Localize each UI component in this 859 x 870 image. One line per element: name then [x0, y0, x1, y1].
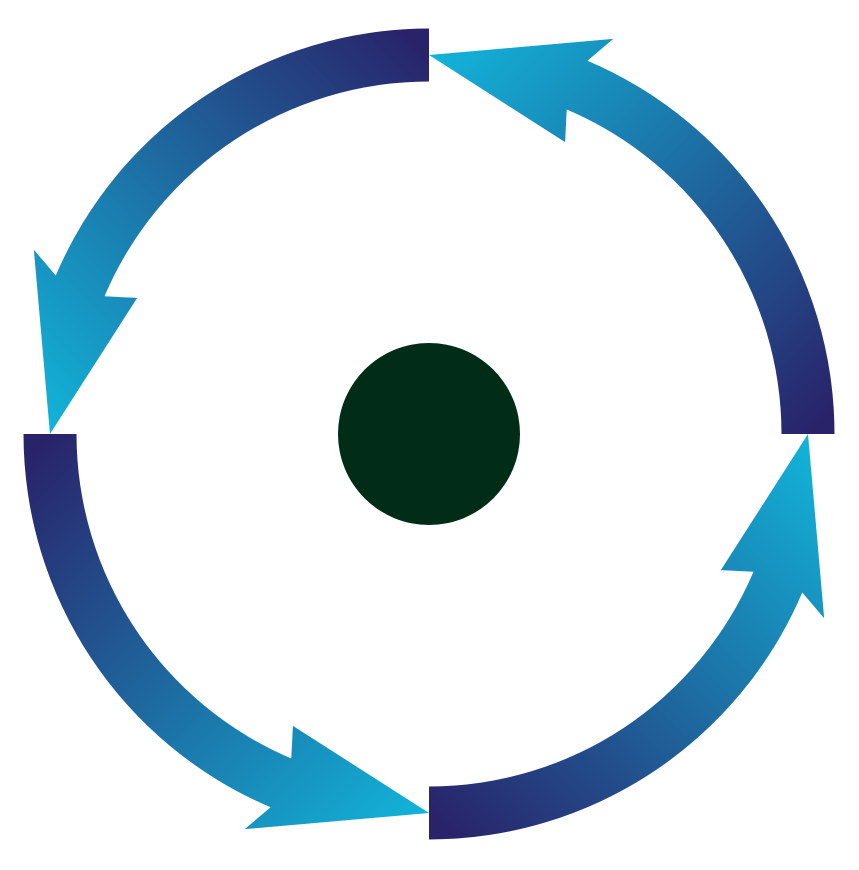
center-dot — [338, 343, 520, 525]
arrow-bottom-left-arrow — [23, 434, 429, 830]
cycle-arrows — [23, 28, 835, 840]
arrow-top-right-arrow — [429, 38, 835, 435]
arrow-bottom-right-arrow — [429, 434, 825, 840]
arrow-top-left-arrow — [33, 28, 430, 434]
